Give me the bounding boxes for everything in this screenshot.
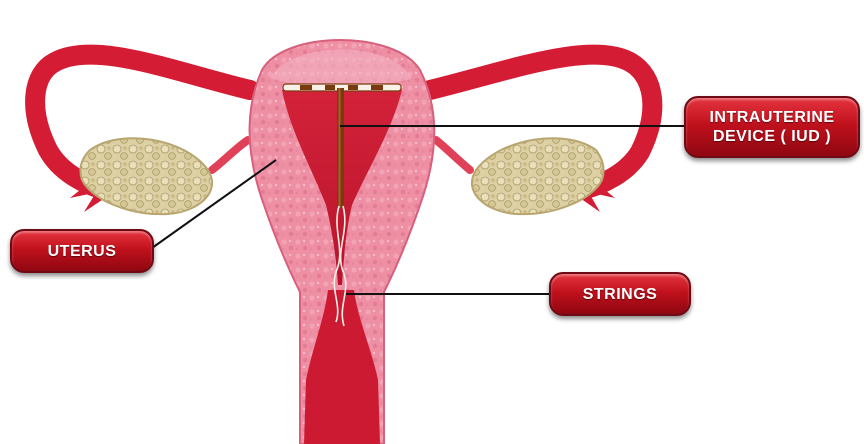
left-ovarian-ligament bbox=[212, 140, 248, 170]
strings-label-text: STRINGS bbox=[583, 285, 658, 304]
left-ovary bbox=[80, 138, 212, 214]
right-ovary bbox=[472, 138, 604, 214]
uterus-label-text: UTERUS bbox=[48, 242, 117, 261]
iud-label: INTRAUTERINE DEVICE ( IUD ) bbox=[684, 96, 860, 158]
strings-label: STRINGS bbox=[549, 272, 691, 316]
uterus-label: UTERUS bbox=[10, 229, 154, 273]
iud-label-line2: DEVICE ( IUD ) bbox=[713, 127, 831, 146]
right-ovarian-ligament bbox=[436, 140, 470, 170]
iud-label-line1: INTRAUTERINE bbox=[709, 108, 834, 127]
